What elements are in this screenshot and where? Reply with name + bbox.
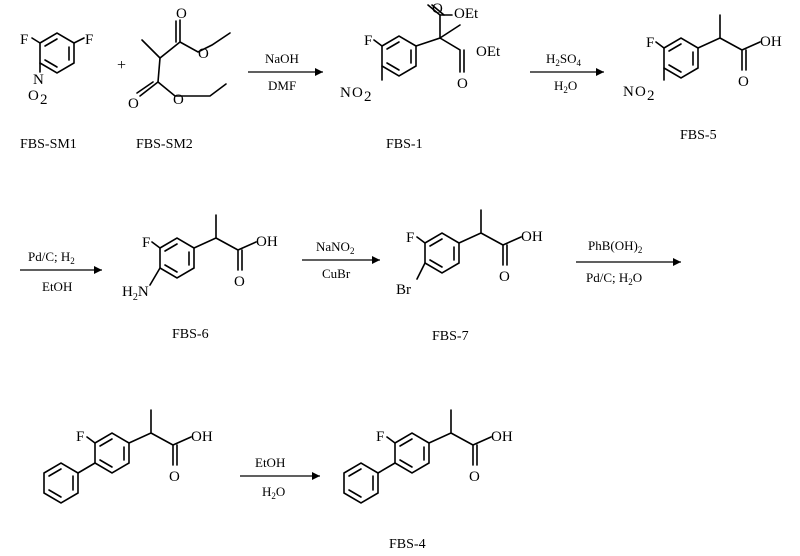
group-oh: OH	[521, 229, 543, 245]
atom-f: F	[85, 32, 93, 48]
atom-o: O	[738, 74, 749, 90]
label-fbs-sm2: FBS-SM2	[136, 137, 193, 152]
reagent-pd-c-h2: Pd/C; H2	[28, 249, 75, 266]
structure-fbs-4	[343, 409, 492, 504]
atom-f: F	[20, 32, 28, 48]
reagent-nano2: NaNO2	[316, 239, 354, 256]
atom-o: O	[499, 269, 510, 285]
atom-o: O	[128, 96, 139, 112]
structure-fbs-5	[655, 14, 761, 81]
label-fbs-6: FBS-6	[172, 327, 209, 342]
solvent-dmf: DMF	[268, 78, 296, 93]
structure-fbs-7	[416, 209, 522, 280]
group-oh: OH	[491, 429, 513, 445]
structure-fbs-sm2	[136, 19, 231, 97]
structure-fbs-sm1	[31, 32, 85, 74]
label-fbs-sm1: FBS-SM1	[20, 137, 77, 152]
atom-f: F	[376, 429, 384, 445]
label-fbs-7: FBS-7	[432, 329, 469, 344]
atom-o: O	[176, 6, 187, 22]
plus-sign: +	[117, 57, 126, 74]
atom-n: N	[340, 85, 351, 101]
group-nh2: H2N	[122, 284, 149, 303]
atom-o: O	[234, 274, 245, 290]
reagent-pd-c-h2o: Pd/C; H2O	[586, 270, 642, 287]
atom-br: Br	[396, 282, 411, 298]
solvent-etoh: EtOH	[255, 455, 285, 470]
solvent-etoh: EtOH	[42, 279, 72, 294]
atom-f: F	[142, 235, 150, 251]
atom-n: N	[33, 72, 44, 88]
atom-o: O	[457, 76, 468, 92]
atom-o: O	[28, 88, 39, 104]
reagent-phb-oh2: PhB(OH)2	[588, 238, 642, 255]
atom-f: F	[406, 230, 414, 246]
label-fbs-1: FBS-1	[386, 137, 423, 152]
atom-o: O	[469, 469, 480, 485]
group-oh: OH	[191, 429, 213, 445]
group-oh: OH	[256, 234, 278, 250]
structure-fbs-1	[373, 4, 465, 81]
reagent-cubr: CuBr	[322, 266, 351, 281]
atom-f: F	[76, 429, 84, 445]
label-fbs-5: FBS-5	[680, 128, 717, 143]
atom-n: N	[623, 84, 634, 100]
atom-o: O	[169, 469, 180, 485]
subscript-2: 2	[40, 92, 48, 108]
subscript-2: 2	[364, 89, 372, 105]
group-oet: OEt	[454, 6, 479, 22]
reagent-naoh: NaOH	[265, 51, 299, 66]
atom-o: O	[352, 85, 363, 101]
reagent-h2so4: H2SO4	[546, 51, 582, 68]
atom-o: O	[635, 84, 646, 100]
atom-o: O	[198, 46, 209, 62]
atom-o: O	[173, 92, 184, 108]
atom-o: O	[432, 1, 443, 17]
structure-fbs-6	[149, 214, 257, 286]
atom-f: F	[646, 35, 654, 51]
label-fbs-4: FBS-4	[389, 537, 426, 552]
atom-f: F	[364, 33, 372, 49]
solvent-h2o: H2O	[554, 78, 577, 95]
group-oh: OH	[760, 34, 782, 50]
solvent-h2o: H2O	[262, 484, 285, 501]
group-oet: OEt	[476, 44, 501, 60]
subscript-2: 2	[647, 88, 655, 104]
structure-flurbiprofen-crude	[43, 409, 192, 504]
